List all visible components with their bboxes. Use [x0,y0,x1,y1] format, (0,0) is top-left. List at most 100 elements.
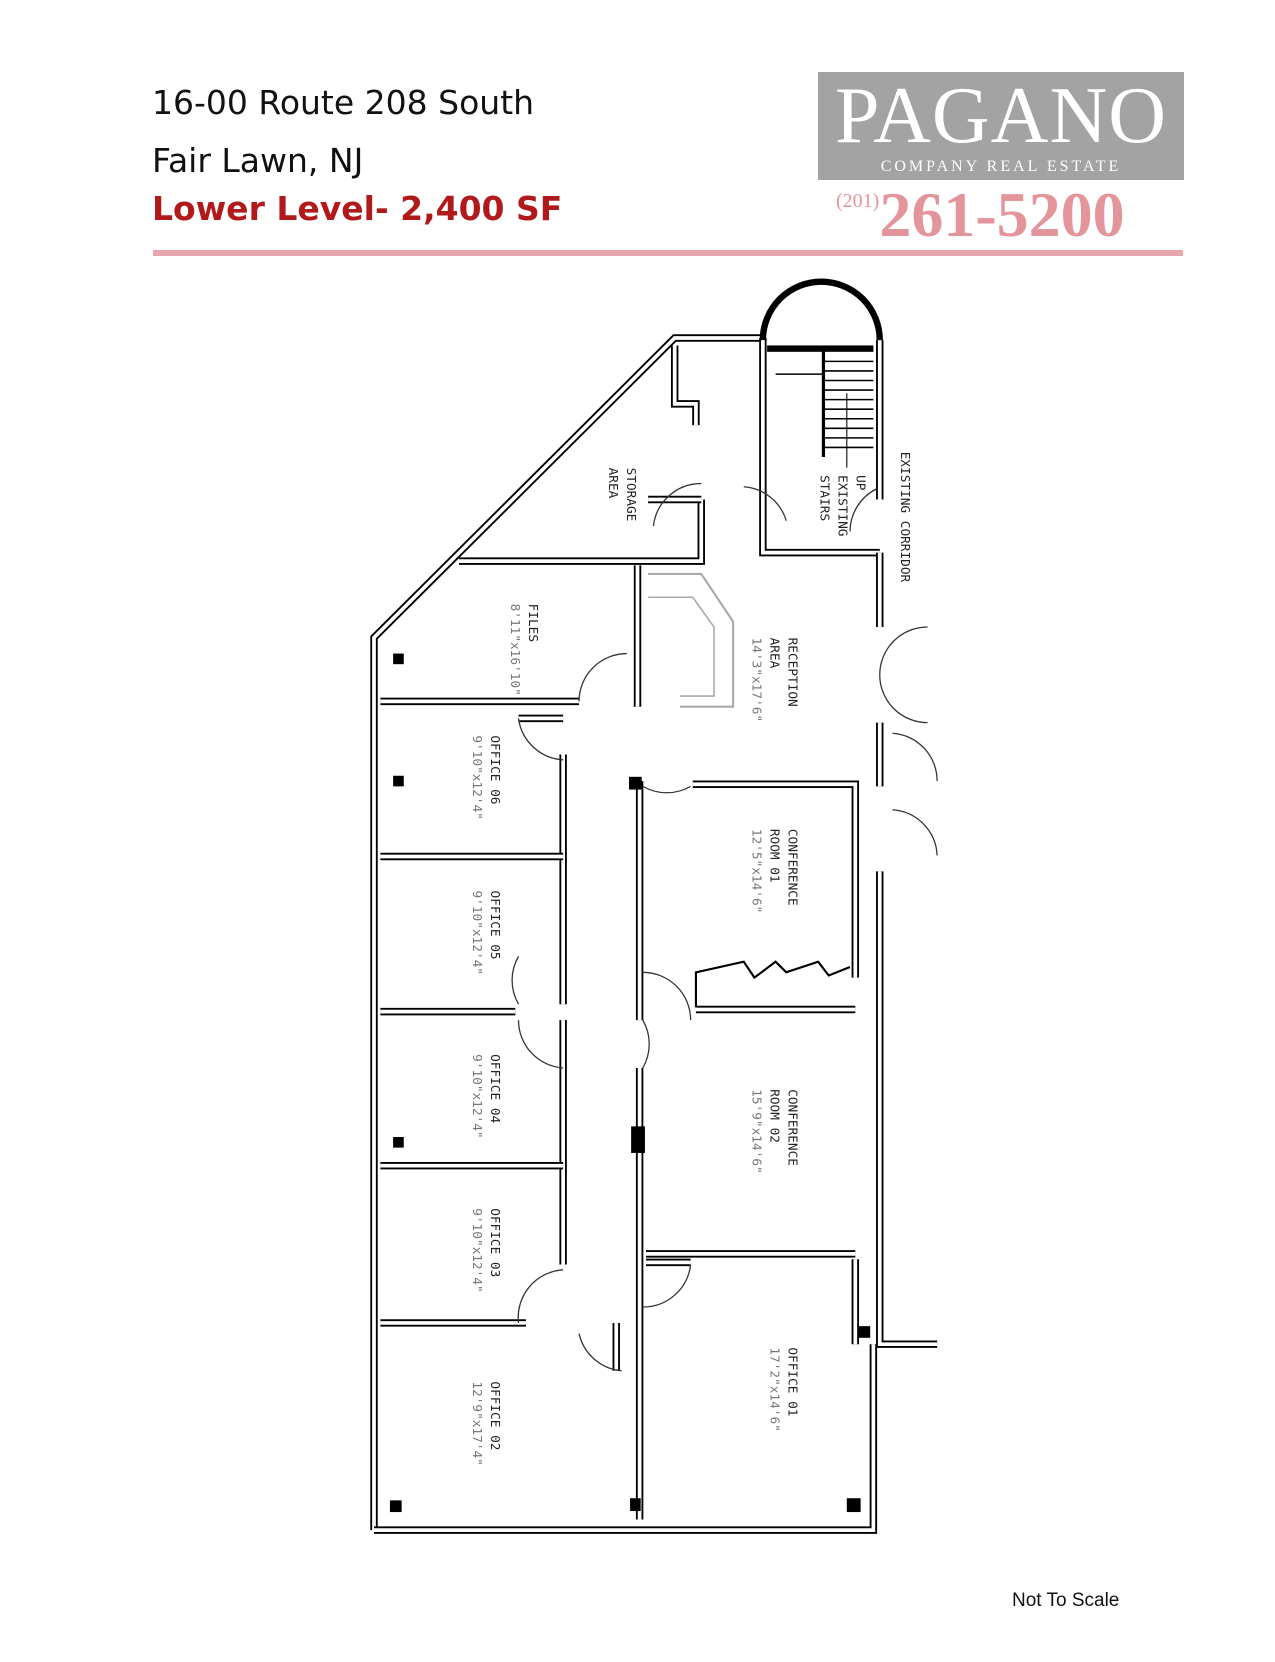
stair-arc-inner [768,287,874,341]
door-swing [879,674,928,724]
room-dimensions: 9'10"x12'4" [469,735,484,819]
reception-desk [648,572,735,708]
structural-column [393,653,404,665]
room-name: STAIRS [816,475,831,521]
room-label: OFFICE 049'10"x12'4" [469,1054,502,1138]
room-label: OFFICE 039'10"x12'4" [469,1208,502,1292]
door-swing [849,488,877,532]
level-title: Lower Level- 2,400 SF [152,189,563,228]
header-divider [153,250,1183,256]
reception-desk-inner [648,596,715,697]
structural-column [846,1498,861,1513]
room-name: EXISTING [834,475,849,536]
pagano-logo: PAGANO COMPANY REAL ESTATE [818,72,1184,180]
door-swing [642,1264,692,1308]
room-name: UP [852,475,867,491]
room-name: ROOM 01 [766,829,781,883]
door-swing [652,482,702,527]
door-swing [511,956,520,1005]
structural-column [393,1137,404,1148]
room-name: OFFICE 05 [487,891,502,960]
structural-column [858,1326,871,1338]
logo-tagline: COMPANY REAL ESTATE [880,158,1122,175]
wall-inner [374,1344,876,1532]
room-dimensions: 12'9"x17'4" [469,1381,484,1465]
phone: (201)261-5200 [836,179,1125,250]
room-dimensions: 15'9"x14'6" [748,1089,763,1173]
room-dimensions: 12'5"x14'6" [748,829,763,913]
room-name: STORAGE [623,468,638,522]
room-name: OFFICE 01 [784,1347,799,1416]
walls [370,278,938,1534]
room-name: OFFICE 03 [487,1208,502,1277]
room-label: OFFICE 069'10"x12'4" [469,735,502,819]
room-label: OFFICE 059'10"x12'4" [469,891,502,975]
wall [670,345,700,426]
room-dimensions: 14'3"x17'6" [748,638,763,722]
door-swing [578,652,627,702]
room-name: OFFICE 02 [487,1381,502,1450]
phone-area-code: (201) [836,190,880,212]
wall [459,499,705,565]
room-name: OFFICE 04 [487,1054,502,1123]
wall-inner [372,336,763,1531]
closet-bifold-door [694,960,851,1008]
room-dimensions: 9'10"x12'4" [469,1054,484,1138]
structural-column [393,775,404,787]
room-name: RECEPTION [784,638,799,707]
columns [389,653,871,1513]
not-to-scale-note: Not To Scale [1012,1590,1120,1611]
door-swing [743,486,787,521]
room-name: ROOM 02 [766,1089,781,1143]
structural-column [629,776,642,790]
structural-column [630,1498,641,1511]
phone-number: 261-5200 [879,179,1125,250]
stair-arc [759,278,883,341]
room-name: AREA [605,468,620,499]
logo-name: PAGANO [834,72,1167,160]
door-swing [642,971,692,1021]
wall-inner [459,499,704,563]
door-swing [879,626,928,675]
door-swing [642,785,691,794]
room-name: EXISTING CORRIDOR [897,452,912,583]
room-name: FILES [525,604,540,642]
address-line-1: 16-00 Route 208 South [152,83,535,122]
door-swing [642,1019,650,1069]
door-swing [517,718,564,761]
room-dimensions: 8'11"x16'10" [507,604,522,696]
room-dimensions: 9'10"x12'4" [469,891,484,975]
structural-column [631,1126,645,1153]
doors [511,482,938,1372]
wall-inner [672,345,698,426]
room-label: EXISTING CORRIDOR [897,452,912,583]
door-swing [517,1020,564,1069]
room-name: CONFERENCE [784,1089,799,1166]
door-swing [578,1333,622,1372]
door-swing [892,809,938,856]
room-name: OFFICE 06 [487,735,502,804]
room-name: CONFERENCE [784,829,799,906]
room-name: AREA [766,638,781,669]
room-dimensions: 17'2"x14'6" [766,1347,781,1431]
address-line-2: Fair Lawn, NJ [152,141,364,180]
wall-inner [761,338,880,555]
room-dimensions: 9'10"x12'4" [469,1208,484,1292]
stair-landing [767,345,874,352]
structural-column [389,1500,402,1513]
wall-inner [877,871,938,1347]
wall-inner [692,782,858,978]
wall [876,871,938,1348]
door-swing [892,732,938,782]
door-swing [517,1269,564,1324]
